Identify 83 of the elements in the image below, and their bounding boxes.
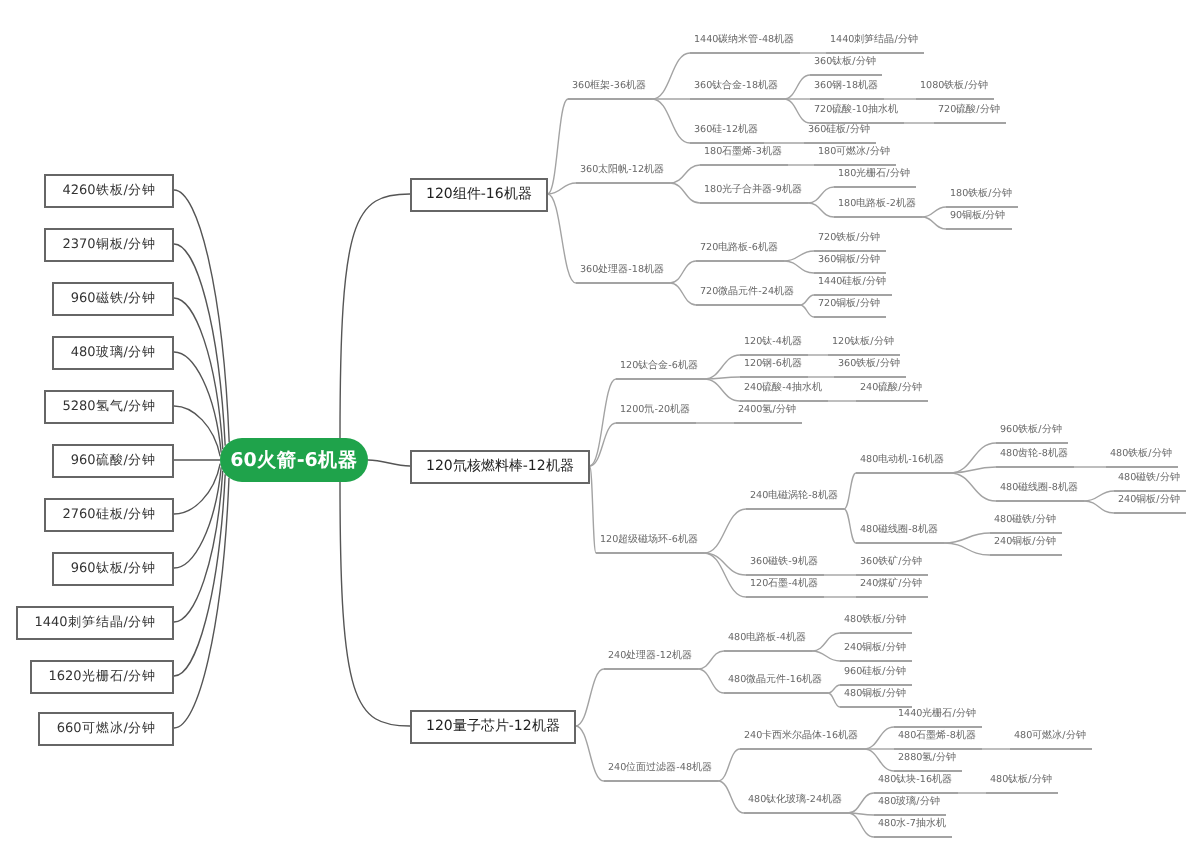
branch-line (173, 297, 224, 450)
branch-line (811, 650, 841, 662)
branch-line (669, 164, 701, 184)
branch-line (807, 376, 835, 378)
branch-line (1083, 500, 1115, 514)
branch-line (669, 282, 697, 306)
branch-line (949, 472, 997, 502)
branch-line (173, 470, 224, 623)
branch-line (807, 202, 835, 218)
branch-line (863, 726, 895, 750)
branch-line (173, 473, 226, 677)
branch-line (173, 189, 230, 443)
branch-line (847, 812, 875, 816)
branch-line (1083, 490, 1115, 502)
branch-line (173, 405, 221, 458)
branch-line (783, 250, 815, 262)
branch-line (703, 354, 741, 380)
branch-line (588, 422, 617, 467)
branch-line (783, 74, 811, 100)
branch-line (783, 260, 815, 274)
branch-line (783, 98, 811, 100)
branch-line (883, 98, 917, 100)
branch-line (1073, 466, 1107, 468)
branch-line (763, 142, 805, 144)
branch-line (981, 748, 1011, 750)
branch-line (921, 216, 947, 230)
branch-line (173, 459, 221, 461)
branch-line (827, 684, 841, 694)
branch-line (717, 748, 741, 782)
branch-line (697, 650, 725, 670)
branch-line (651, 52, 691, 100)
branch-line (669, 182, 701, 204)
branch-line (703, 552, 747, 576)
branch-line (823, 574, 857, 576)
branch-line (588, 378, 617, 467)
branch-line (546, 98, 569, 195)
branch-line (339, 193, 411, 439)
branch-line (703, 378, 741, 402)
branch-line (546, 193, 577, 284)
branch-line (799, 52, 827, 54)
branch-line (811, 632, 841, 652)
branch-line (173, 351, 222, 454)
branch-line (827, 692, 841, 708)
branch-line (843, 472, 857, 510)
branch-line (574, 725, 605, 782)
branch-line (807, 354, 829, 356)
branch-line (843, 508, 857, 544)
branch-line (957, 792, 987, 794)
branch-line (787, 164, 815, 166)
branch-line (669, 260, 697, 284)
branch-line (588, 465, 597, 554)
branch-line (799, 304, 815, 318)
branch-line (863, 748, 895, 772)
branch-line (847, 792, 875, 814)
branch-line (949, 466, 997, 474)
branch-line (695, 422, 735, 424)
branch-line (651, 98, 691, 144)
branch-line (703, 376, 741, 380)
branch-line (173, 462, 221, 515)
branch-line (783, 98, 811, 124)
branch-line (574, 668, 605, 727)
branch-line (697, 668, 725, 694)
branch-line (943, 542, 991, 556)
branch-line (921, 206, 947, 218)
branch-line (703, 508, 747, 554)
branch-line (367, 459, 411, 467)
branch-line (807, 186, 835, 204)
branch-line (903, 122, 935, 124)
branch-line (173, 466, 222, 569)
central-topic: 60火箭-6机器 (220, 438, 368, 482)
branch-line (863, 748, 895, 750)
branch-line (651, 98, 691, 100)
branch-line (546, 182, 577, 195)
branch-line (827, 400, 857, 402)
branch-line (823, 596, 857, 598)
branch-line (703, 552, 747, 598)
branch-line (173, 477, 230, 729)
branch-line (173, 243, 226, 447)
branch-line (847, 812, 875, 838)
branch-line (943, 532, 991, 544)
branch-line (799, 294, 815, 306)
branch-line (339, 481, 411, 727)
branch-line (717, 780, 745, 814)
